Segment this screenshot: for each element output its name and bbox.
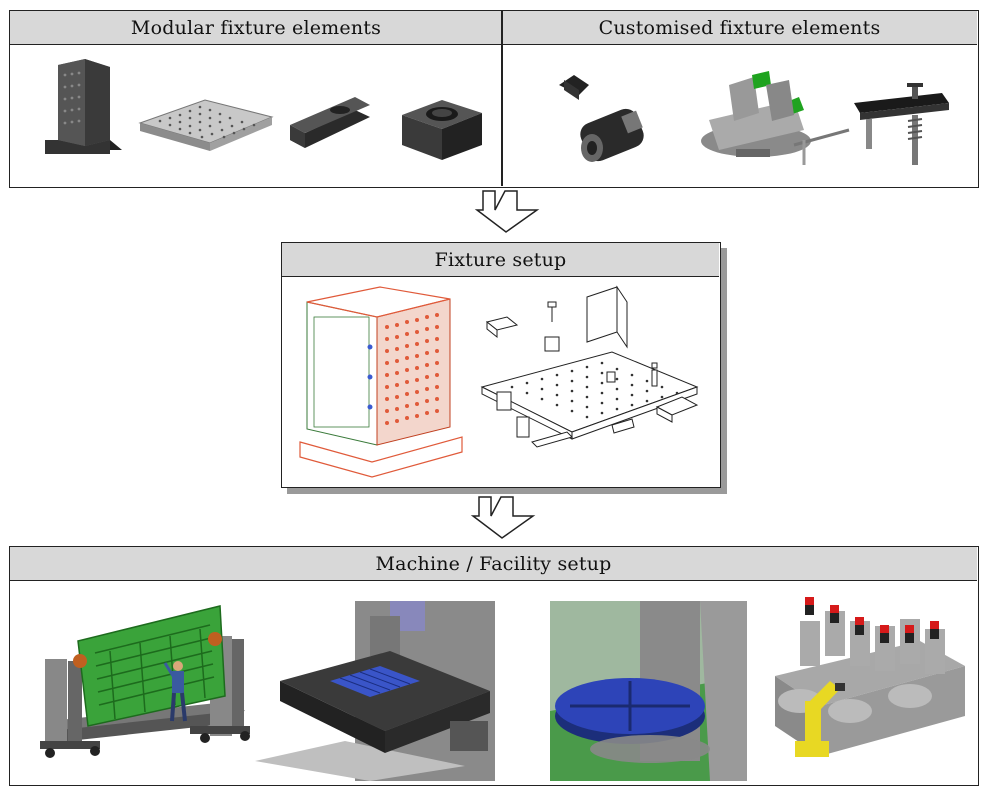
modular-header: Modular fixture elements [10, 11, 502, 45]
tombstone-fixture-drawing [299, 286, 463, 478]
modular-title: Modular fixture elements [130, 16, 382, 39]
fixture-setup-panel: Fixture setup [281, 242, 721, 488]
machine-setup-images [40, 597, 965, 781]
fixture-setup-title: Fixture setup [434, 248, 567, 271]
modular-elements [45, 59, 482, 160]
custom-header: Customised fixture elements [502, 11, 977, 45]
machine-setup-title: Machine / Facility setup [375, 552, 612, 575]
arrow-down-icon [470, 496, 536, 539]
rotary-table [550, 601, 747, 781]
fixture-setup-drawings [299, 285, 699, 478]
v-block-clamp-icon [559, 75, 644, 162]
slot-clamp-icon [290, 97, 370, 148]
marker-red-icon [805, 597, 939, 633]
hold-down-clamp-icon [854, 83, 949, 165]
custom-title: Customised fixture elements [598, 16, 881, 39]
custom-elements [559, 71, 949, 165]
top-panel-divider [501, 11, 503, 186]
fixture-setup-header: Fixture setup [282, 243, 719, 277]
robot-arm [795, 681, 845, 757]
grid-plate-icon [138, 99, 274, 151]
machine-setup-header: Machine / Facility setup [10, 547, 977, 581]
cnc-machine-table [255, 601, 495, 781]
welding-cell-with-robot [775, 597, 965, 757]
machine-setup-panel: Machine / Facility setup [9, 546, 979, 786]
baseplate-assembly-drawing [480, 285, 699, 448]
assembly-jig-with-operator [40, 605, 250, 758]
machine-vise-icon [701, 71, 850, 165]
operator-figure [163, 661, 187, 722]
top-panel: Modular fixture elements Customised fixt… [9, 10, 979, 188]
arrow-down-icon [474, 190, 540, 233]
tower-block-icon [45, 59, 122, 154]
t-nut-icon [402, 100, 482, 160]
